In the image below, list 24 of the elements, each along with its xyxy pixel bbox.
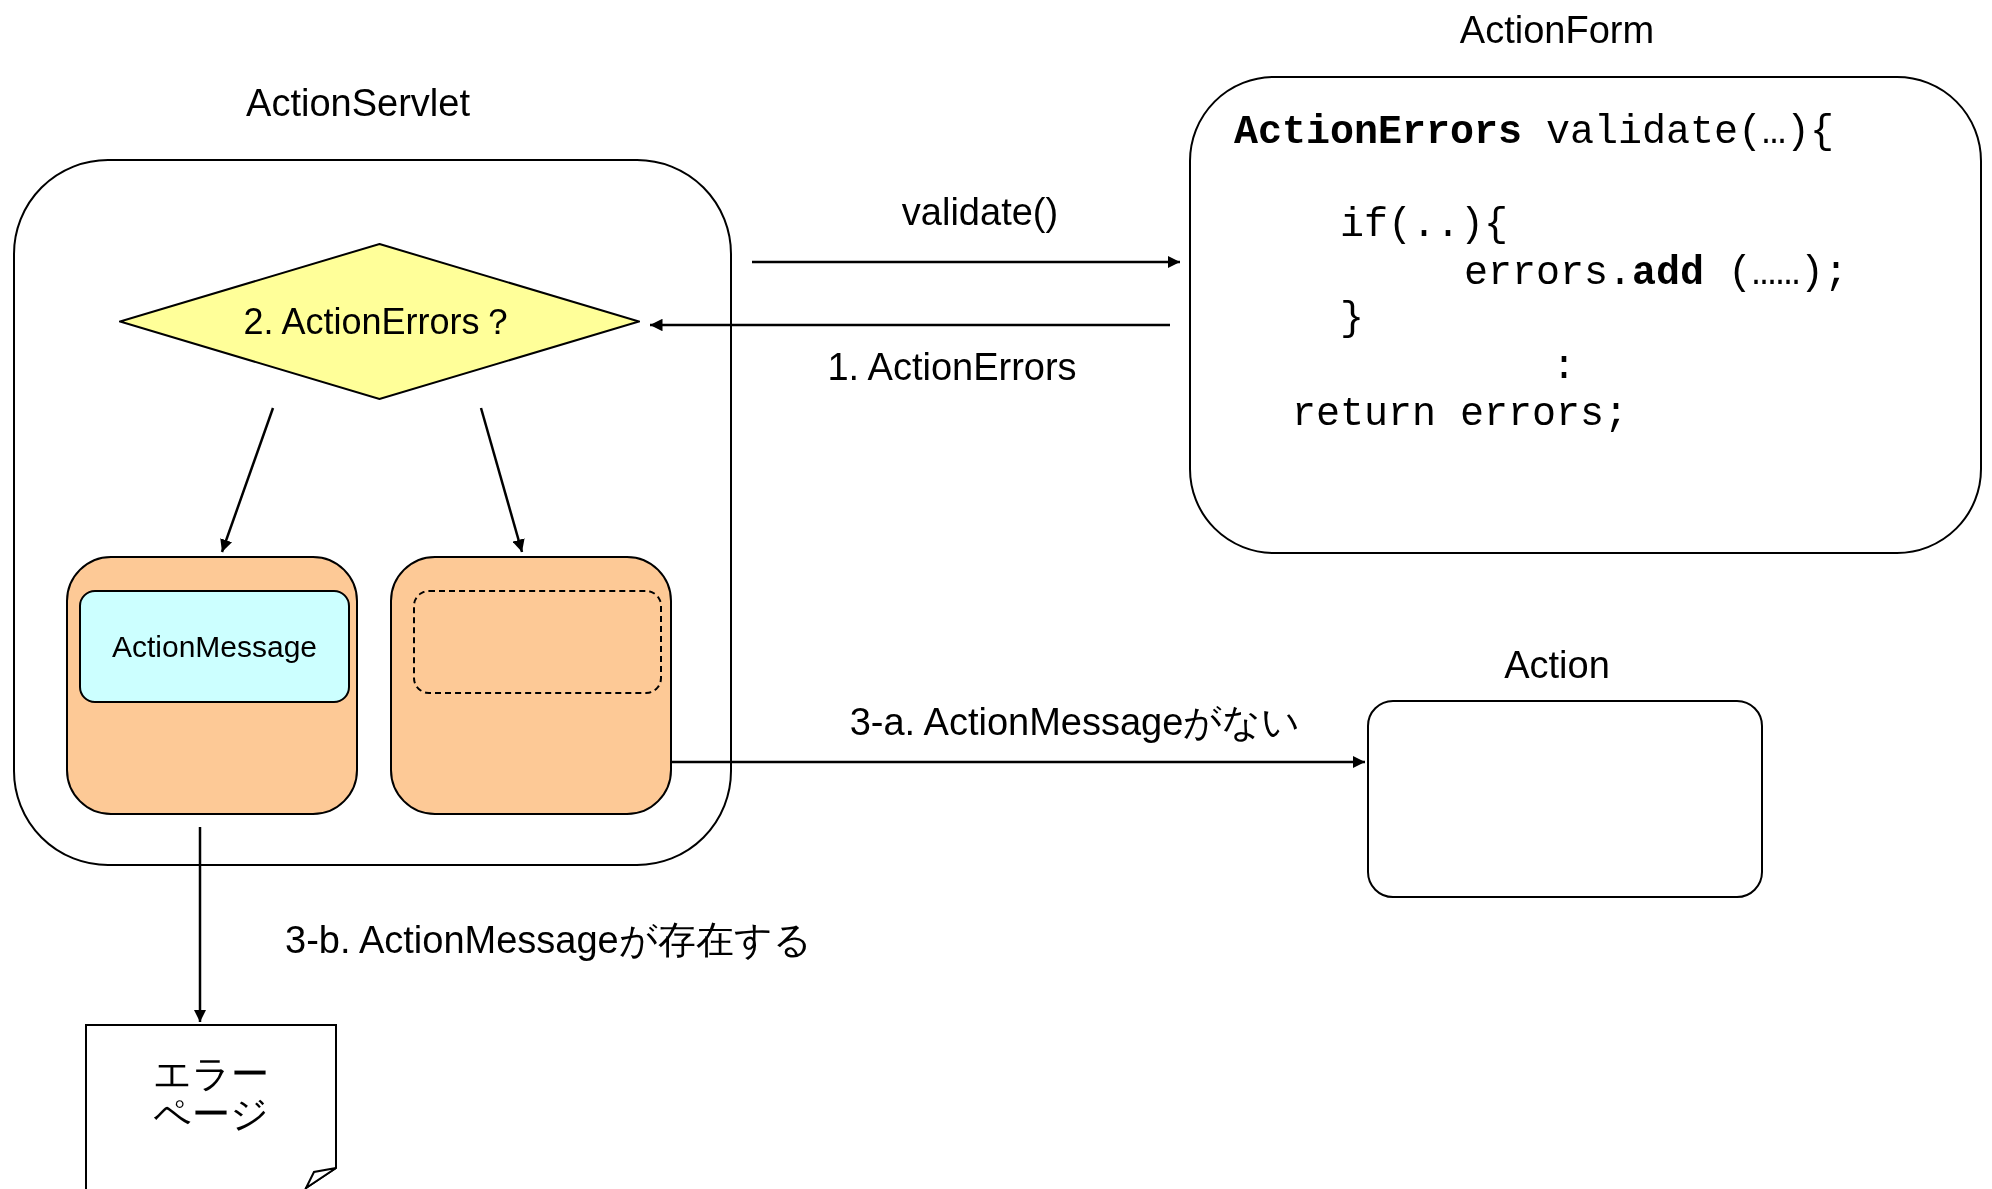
code-line: return errors; (1292, 393, 1629, 437)
arrow (650, 318, 1170, 332)
arrow (670, 755, 1365, 769)
node-title: ActionServlet (246, 81, 470, 125)
placeholder-box (413, 590, 662, 694)
code-line: : (1552, 346, 1576, 390)
arrow (479, 407, 525, 553)
node-label: ActionMessage (111, 629, 318, 664)
container-box (390, 556, 672, 815)
arrow (193, 827, 207, 1022)
node-title: Action (1504, 643, 1610, 687)
node-title: ActionForm (1459, 8, 1655, 52)
page-label: エラーページ (152, 1054, 270, 1134)
code-line: } (1340, 298, 1364, 342)
code-line: ActionErrors validate(…){ (1234, 111, 1835, 155)
decision-diamond (119, 243, 640, 400)
message-box (79, 590, 350, 703)
arrow (220, 407, 275, 553)
container-box (66, 556, 358, 815)
code-line: errors.add (……); (1464, 252, 1849, 296)
node-label: 2. ActionErrors？ (243, 299, 516, 343)
code-line: if(..){ (1340, 204, 1509, 248)
arrow (752, 255, 1180, 269)
page-document (85, 1024, 337, 1189)
